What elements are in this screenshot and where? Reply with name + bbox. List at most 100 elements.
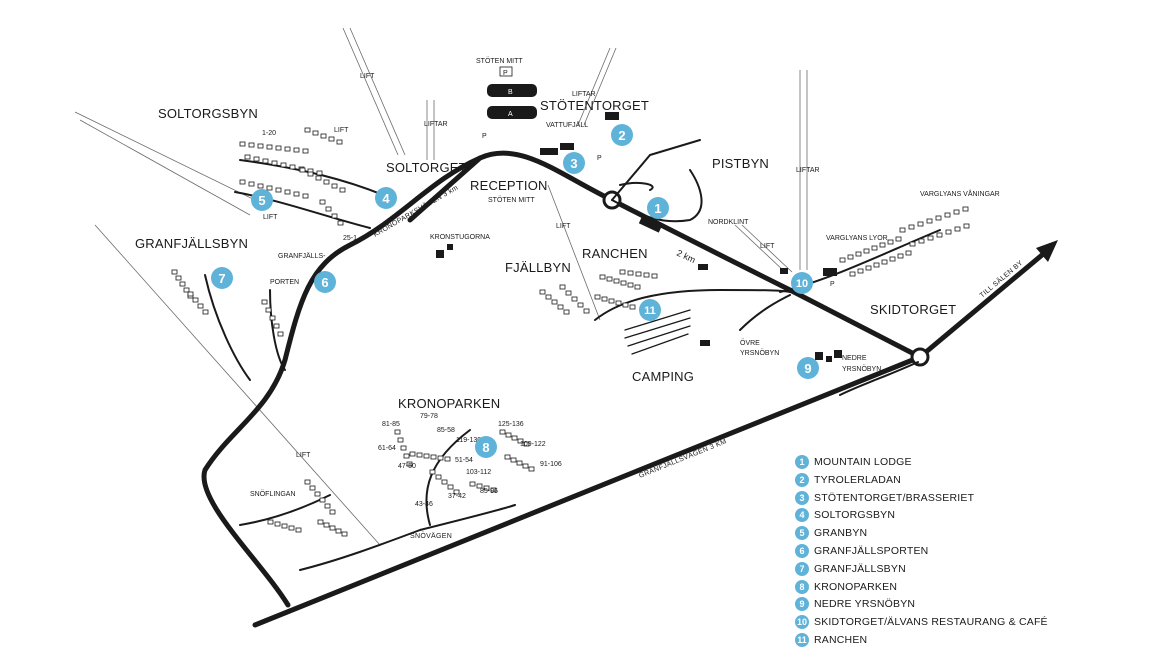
legend-label: GRANFJÄLLSBYN: [814, 562, 906, 575]
cabin: [309, 485, 316, 491]
marker-4[interactable]: 4: [375, 187, 397, 209]
svg-text:11: 11: [644, 305, 656, 317]
legend-number-badge: 11: [795, 633, 809, 647]
cabin: [643, 272, 650, 278]
cabin: [277, 331, 284, 337]
lot-number: 85-96: [480, 488, 498, 495]
cabin: [601, 296, 608, 302]
cabin: [528, 466, 535, 472]
cabin: [400, 445, 407, 451]
legend-label: MOUNTAIN LODGE: [814, 456, 912, 468]
legend-number-badge: 2: [795, 472, 809, 487]
legend-number-badge: 1: [795, 455, 809, 469]
lot-number: 43-46: [415, 501, 433, 508]
legend-number-badge: 8: [795, 579, 809, 594]
cabin: [571, 296, 578, 302]
label-granfjallsbyn: GRANFJÄLLSBYN: [135, 236, 248, 251]
cabin: [267, 519, 274, 525]
cabin: [171, 269, 178, 275]
cabin: [266, 144, 273, 150]
cabin: [905, 250, 912, 256]
svg-text:10: 10: [796, 278, 808, 290]
cabin: [183, 287, 190, 293]
buildings: [171, 66, 970, 537]
cabin: [583, 308, 590, 314]
cabin: [403, 453, 410, 459]
label-fjallbyn: FJÄLLBYN: [505, 260, 571, 275]
label-skidtorget: SKIDTORGET: [870, 302, 956, 317]
legend-item[interactable]: 1 MOUNTAIN LODGE: [795, 454, 912, 470]
label-lot-b: B: [508, 89, 513, 96]
cabin: [563, 309, 570, 315]
cabin: [962, 206, 969, 212]
cabin: [320, 133, 327, 139]
cabin: [453, 489, 460, 495]
marker-6[interactable]: 6: [314, 271, 336, 293]
cabin: [197, 303, 204, 309]
marker-3[interactable]: 3: [563, 152, 585, 174]
marker-10[interactable]: 10: [791, 272, 813, 294]
cabin: [262, 158, 269, 164]
label-vattufjall: VATTUFJÄLL: [546, 121, 588, 129]
cabin: [337, 220, 344, 226]
label-stotentorget: STÖTENTORGET: [540, 98, 649, 113]
cabin: [887, 239, 894, 245]
cabin: [299, 167, 306, 173]
legend-number-badge: 6: [795, 544, 809, 558]
cabin: [328, 136, 335, 142]
marker-9[interactable]: 9: [797, 357, 819, 379]
cabin: [945, 229, 952, 235]
cabin: [557, 304, 564, 310]
cabin: [629, 304, 636, 310]
cabin: [889, 256, 896, 262]
label-lift-6: LIFT: [296, 452, 311, 459]
cabin: [504, 454, 511, 460]
legend-label: SOLTORGSBYN: [814, 509, 896, 522]
cabin: [539, 289, 546, 295]
cabin: [499, 429, 506, 435]
small-labels: LIFT LIFT LIFT LIFT LIFT LIFT LIFTAR LIF…: [263, 70, 1000, 459]
cabin: [331, 183, 338, 189]
marker-1[interactable]: 1: [647, 197, 669, 219]
cabin: [441, 479, 448, 485]
svg-text:4: 4: [382, 191, 390, 206]
legend-number-badge: 9: [795, 597, 809, 612]
cabin: [304, 479, 311, 485]
lot-number: 51-54: [455, 457, 473, 464]
marker-11[interactable]: 11: [639, 299, 661, 321]
label-lift-4: LIFT: [556, 223, 571, 230]
marker-7[interactable]: 7: [211, 267, 233, 289]
cabin: [651, 273, 658, 279]
cabin: [565, 290, 572, 296]
cabin: [312, 130, 319, 136]
marker-8[interactable]: 8: [475, 436, 497, 458]
label-parking-3: P: [597, 155, 602, 162]
cabin: [257, 183, 264, 189]
cabin: [248, 181, 255, 187]
marker-5[interactable]: 5: [251, 189, 273, 211]
cabin: [917, 221, 924, 227]
cabin: [319, 199, 326, 205]
cabin: [280, 162, 287, 168]
cabin: [505, 432, 512, 438]
label-ovre-2: YRSNÖBYN: [740, 349, 779, 357]
cabin: [849, 271, 856, 277]
marker-2[interactable]: 2: [611, 124, 633, 146]
cabin: [908, 224, 915, 230]
label-granfjallsporten-1: GRANFJÄLLS-: [278, 252, 326, 260]
label-reception: RECEPTION: [470, 178, 548, 193]
cabin: [289, 164, 296, 170]
label-varglyans-lyor: VARGLYANS LYOR: [826, 235, 888, 242]
cabin: [954, 226, 961, 232]
